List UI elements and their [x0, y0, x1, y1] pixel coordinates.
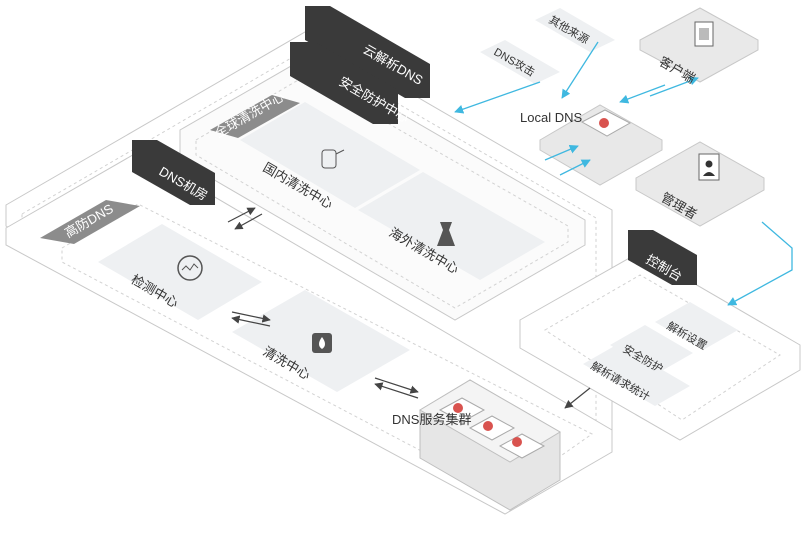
security-tile [610, 325, 693, 373]
resolve-stats-tile [583, 344, 690, 406]
dns-cluster-label: DNS服务集群 [392, 412, 471, 427]
global-scrub-area [240, 102, 545, 280]
console-tag: 控制台 [628, 230, 697, 285]
spray-bottle-icon [437, 222, 455, 246]
server-3 [498, 433, 546, 459]
overseas-scrub-tile [358, 172, 545, 280]
monitor-icon [177, 255, 203, 281]
detect-center-tile [98, 224, 262, 320]
console-platform [519, 251, 801, 441]
server-2 [468, 415, 516, 441]
local-dns-box [539, 104, 663, 186]
spray-icon [321, 149, 337, 169]
domestic-scrub-tile [240, 102, 420, 208]
cyan-arrows [454, 41, 793, 306]
local-dns-label: Local DNS [520, 110, 582, 125]
admin-box [635, 141, 765, 227]
dark-arrows [227, 207, 591, 409]
dns-cluster-box [419, 379, 561, 511]
server-1 [438, 397, 486, 423]
client-box [639, 7, 759, 83]
resolve-settings-tile [655, 302, 738, 350]
other-source-tag [535, 8, 615, 52]
dns-attack-tag [480, 40, 560, 84]
